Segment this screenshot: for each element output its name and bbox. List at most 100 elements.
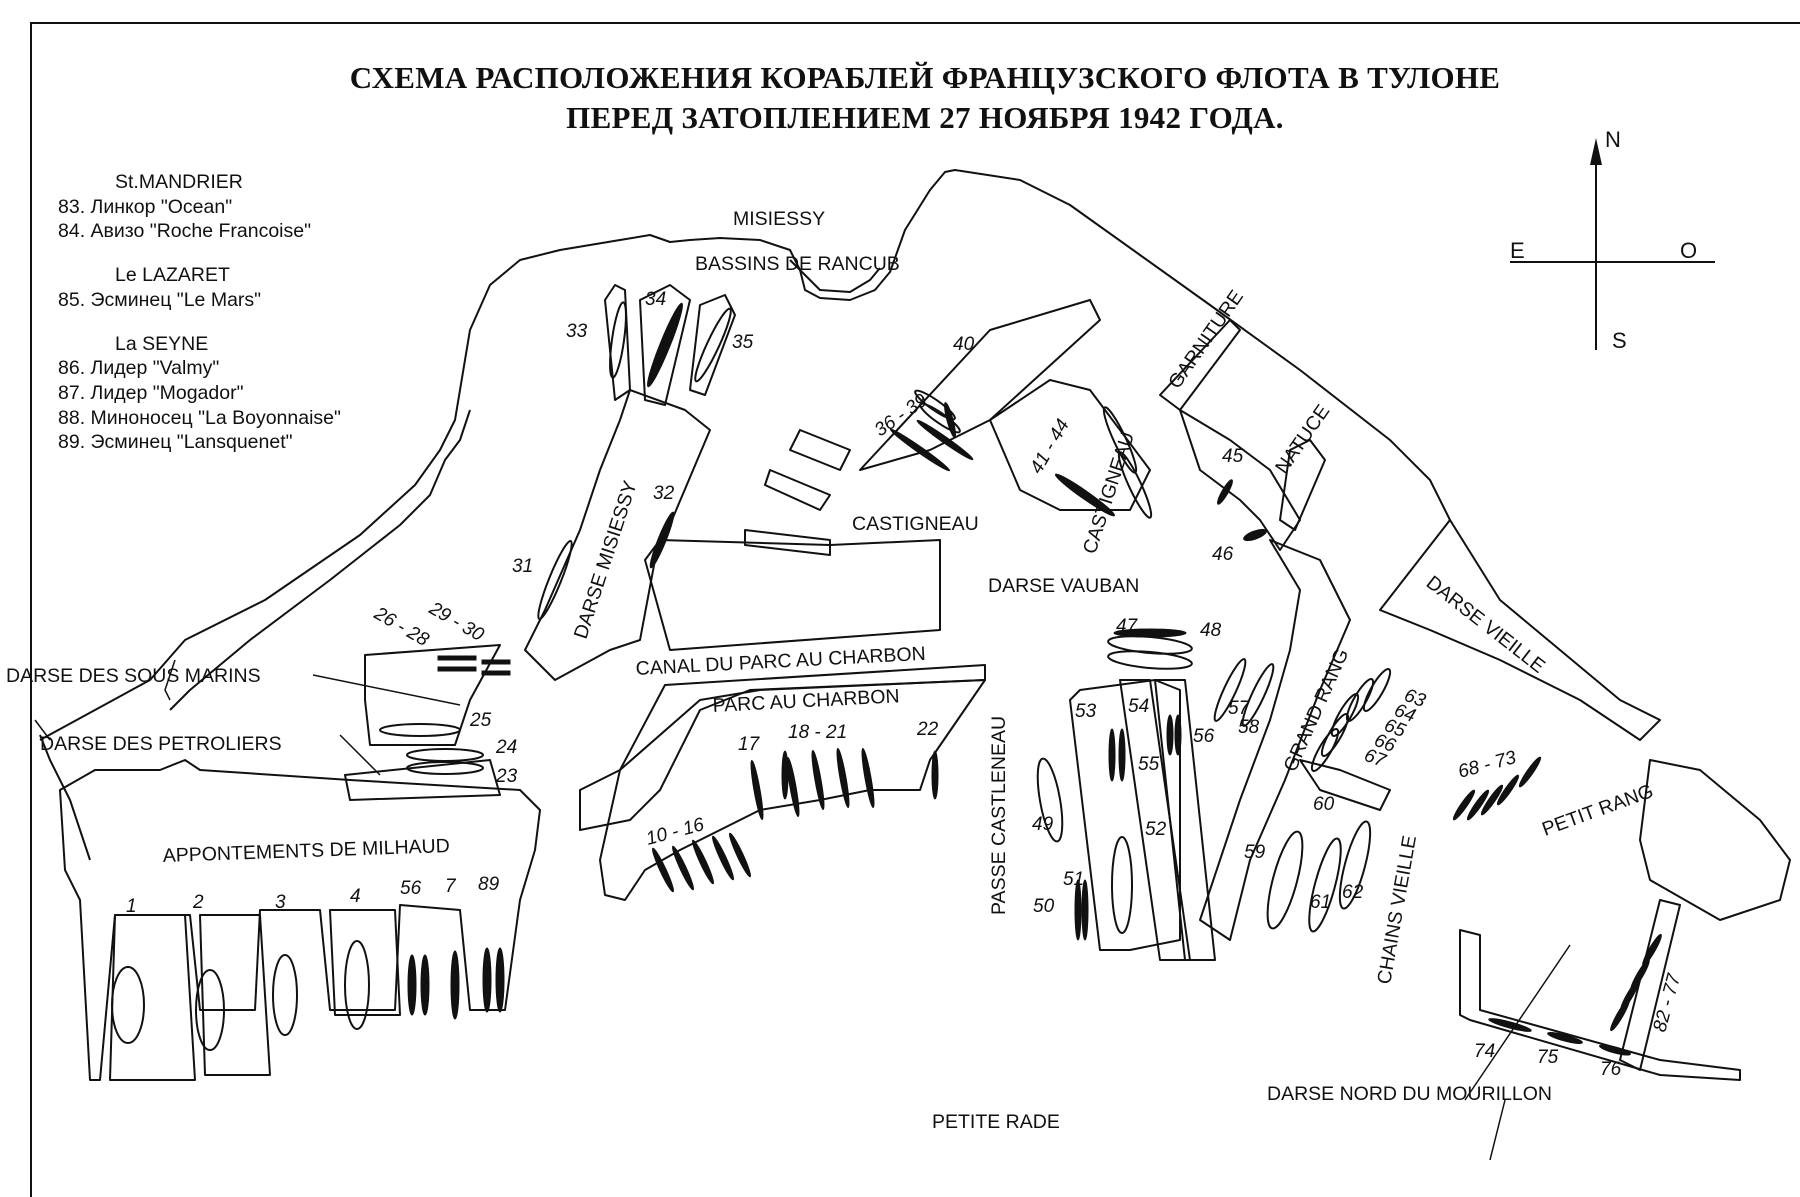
label-castigneau: CASTIGNEAU [852, 513, 979, 535]
mourillon-quay [1459, 929, 1741, 1081]
ship-number: 61 [1310, 892, 1331, 913]
label-chains-vieille: CHAINS VIEILLE [1373, 834, 1421, 986]
ship-number: 56 [1193, 726, 1215, 747]
ship-number: 47 [1116, 616, 1139, 637]
legend-group-la-seyne: La SEYNE [115, 332, 209, 355]
label-natuce: NATUCE [1271, 401, 1334, 478]
pier-33 [604, 284, 631, 401]
ship-number: 24 [495, 737, 517, 758]
vauban-pier-b [1154, 679, 1216, 961]
ship-number: 58 [1238, 717, 1260, 738]
ship-number: 54 [1128, 696, 1149, 717]
ship-number: 4 [350, 886, 361, 907]
label-petit-rang: PETIT RANG [1539, 780, 1656, 841]
chains-vieille [1299, 759, 1391, 811]
ship-number: 48 [1200, 620, 1222, 641]
map-title-line1: СХЕМА РАСПОЛОЖЕНИЯ КОРАБЛЕЙ ФРАНЦУЗСКОГО… [349, 60, 1501, 95]
label-petroliers: DARSE DES PETROLIERS [40, 733, 282, 755]
ship-number: 59 [1244, 842, 1266, 863]
label-darse-misiessy: DARSE MISIESSY [570, 478, 642, 641]
label-darse-vauban: DARSE VAUBAN [988, 575, 1139, 597]
coastline-inner [169, 409, 471, 711]
mourillon-east [1639, 759, 1791, 921]
ship-number: 32 [653, 483, 675, 504]
ship-number: 49 [1032, 814, 1054, 835]
compass-o: O [1680, 238, 1697, 263]
legend-group-st-mandrier: St.MANDRIER [115, 171, 243, 193]
ship-number: 62 [1342, 882, 1364, 903]
canal-south-bank [579, 664, 986, 831]
ship-number: 50 [1033, 896, 1055, 917]
compass-s: S [1612, 328, 1627, 353]
label-misiessy: MISIESSY [733, 208, 825, 230]
milhaud-pier-3 [199, 914, 271, 1076]
legend-item: 85. Эсминец "Le Mars" [58, 288, 262, 311]
ship-number: 18 - 21 [788, 722, 847, 743]
ship-number: 89 [478, 874, 500, 895]
label-petite-rade: PETITE RADE [932, 1111, 1060, 1133]
ship-number: 51 [1063, 869, 1084, 890]
ship-number: 7 [445, 876, 457, 897]
compass-n: N [1605, 127, 1621, 152]
ship-number: 23 [495, 766, 518, 787]
ship-number: 31 [512, 556, 533, 577]
milhaud-pier-2 [109, 914, 196, 1081]
dock-36-39 [859, 299, 1101, 471]
castigneau-jetty-2 [764, 469, 831, 511]
ship-number: 56 [400, 878, 422, 899]
legend-item: 87. Лидер "Mogador" [58, 381, 244, 404]
label-passe-castleneau: PASSE CASTLENEAU [988, 716, 1010, 915]
darse-vieille-east [1379, 519, 1661, 741]
legend-item: 89. Эсминец "Lansquenet" [58, 431, 293, 454]
pier-34 [639, 284, 691, 406]
bassins-outline [789, 259, 881, 293]
map-title-line2: ПЕРЕД ЗАТОПЛЕНИЕМ 27 НОЯБРЯ 1942 ГОДА. [566, 100, 1284, 135]
legend-item: 83. Линкор "Ocean" [58, 195, 233, 218]
legend-item: 88. Миноносец "La Boyonnaise" [58, 406, 341, 429]
ship-number: 17 [738, 734, 761, 755]
compass-e: E [1510, 238, 1525, 263]
ship-number: 41 - 44 [1026, 416, 1074, 478]
ship-number: 74 [1474, 1041, 1495, 1062]
ship-number: 2 [192, 892, 204, 913]
ship-number: 45 [1222, 446, 1244, 467]
ship-number: 26 - 28 [370, 603, 433, 651]
castigneau-jetty-1 [789, 429, 851, 471]
ship-number: 1 [126, 896, 137, 917]
ship-number: 76 [1600, 1059, 1622, 1080]
map-frame [30, 22, 1800, 1197]
grand-rang-jetty [1199, 539, 1351, 941]
natuce-jetty [1279, 439, 1326, 531]
label-sous-marins: DARSE DES SOUS MARINS [6, 665, 261, 687]
label-milhaud: APPONTEMENTS DE MILHAUD [162, 835, 450, 867]
parc-au-charbon-quay [599, 679, 986, 901]
ship-legend: St.MANDRIER 83. Линкор "Ocean" 84. Авизо… [58, 170, 341, 455]
ship-number: 53 [1075, 701, 1097, 722]
label-parc: PARC AU CHARBON [712, 685, 900, 717]
legend-item: 84. Авизо "Roche Francoise" [58, 220, 312, 243]
coast-sw [39, 734, 91, 861]
dock-41-44 [989, 379, 1151, 511]
darse-sous-marins [364, 644, 501, 746]
vauban-quay [1069, 679, 1181, 951]
pier-35 [689, 294, 736, 396]
legend-item: 86. Лидер "Valmy" [58, 357, 220, 380]
north-arrow-icon [1590, 138, 1602, 165]
ship-number: 46 [1212, 544, 1234, 565]
ship-number: 68 - 73 [1456, 747, 1519, 783]
ship-number: 75 [1537, 1047, 1559, 1068]
darse-misiessy-body [524, 389, 711, 681]
ship-number: 25 [469, 710, 492, 731]
ship-number: 22 [916, 719, 939, 740]
ship-number: 34 [645, 289, 666, 310]
ship-number: 3 [275, 892, 286, 913]
natuce-dock [1179, 409, 1301, 551]
darse-petroliers [344, 759, 501, 801]
garniture-jetty [1159, 319, 1241, 411]
ship-number: 35 [732, 332, 754, 353]
ship-number: 55 [1138, 754, 1160, 775]
coastline-west [39, 169, 1451, 741]
ship-number: 60 [1313, 794, 1335, 815]
milhaud-pier-4 [329, 909, 401, 1016]
